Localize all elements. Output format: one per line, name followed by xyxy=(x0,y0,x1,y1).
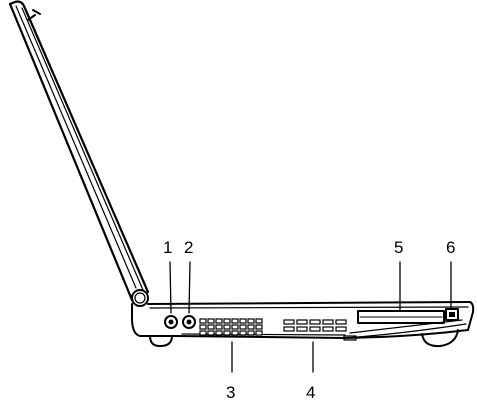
leader-lines xyxy=(169,261,452,373)
hinge xyxy=(131,289,149,307)
vent-slot xyxy=(309,326,321,332)
air-vent-3 xyxy=(199,318,263,336)
callout-1: 1 xyxy=(163,238,172,257)
vent-slot xyxy=(247,318,255,324)
vent-slot xyxy=(239,318,247,324)
vent-slot xyxy=(207,318,215,324)
feet xyxy=(149,329,459,348)
vent-slot xyxy=(335,319,347,325)
air-vent-4 xyxy=(283,319,347,332)
vent-slot xyxy=(296,319,308,325)
vent-slot xyxy=(199,330,207,336)
vent-slot xyxy=(255,324,263,330)
vent-slot xyxy=(239,330,247,336)
vent-slot xyxy=(231,324,239,330)
callout-3: 3 xyxy=(226,383,235,402)
vent-slot xyxy=(215,324,223,330)
vent-slot xyxy=(247,324,255,330)
callout-4: 4 xyxy=(306,383,315,402)
vent-slot xyxy=(215,318,223,324)
vent-slot xyxy=(207,330,215,336)
vent-slot xyxy=(283,326,295,332)
vent-slot xyxy=(223,324,231,330)
laptop-lid xyxy=(8,0,150,302)
callout-6: 6 xyxy=(446,238,455,257)
audio-jack-port-1 xyxy=(164,315,178,329)
vent-slot xyxy=(223,330,231,336)
vent-slot xyxy=(207,324,215,330)
callout-2: 2 xyxy=(184,238,193,257)
card-slot-5 xyxy=(357,310,445,324)
vent-slot xyxy=(309,319,321,325)
callout-5: 5 xyxy=(394,238,403,257)
vent-slot xyxy=(247,330,255,336)
vent-slot xyxy=(223,318,231,324)
vent-slot xyxy=(215,330,223,336)
vent-slot xyxy=(283,319,295,325)
vent-slot xyxy=(231,318,239,324)
vent-slot xyxy=(231,330,239,336)
vent-slot xyxy=(255,330,263,336)
vent-slot xyxy=(199,318,207,324)
vent-slot xyxy=(239,324,247,330)
vent-slot xyxy=(296,326,308,332)
vent-slot xyxy=(255,318,263,324)
connector-port-6 xyxy=(445,308,459,321)
vent-slot xyxy=(322,319,334,325)
audio-jack-port-2 xyxy=(182,315,196,329)
vent-slot xyxy=(322,326,334,332)
vent-slot xyxy=(335,326,347,332)
vent-slot xyxy=(199,324,207,330)
